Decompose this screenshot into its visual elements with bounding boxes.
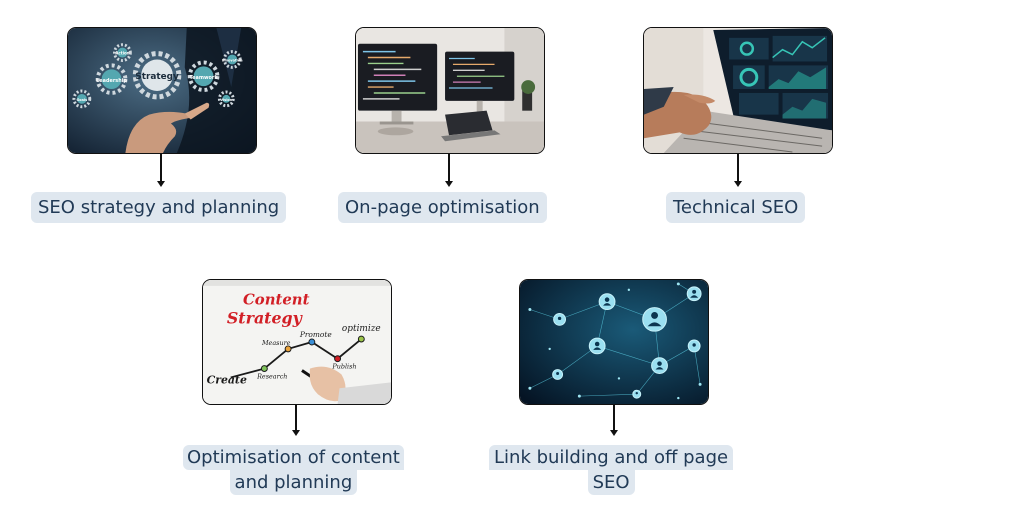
svg-text:Promote: Promote xyxy=(299,330,332,339)
arrow-head-5 xyxy=(610,430,618,436)
svg-text:Research: Research xyxy=(256,372,287,380)
arrow-head-3 xyxy=(734,181,742,187)
arrow-head-1 xyxy=(157,181,165,187)
svg-text:optimize: optimize xyxy=(342,324,381,334)
gear-word-strategy: Strategy xyxy=(135,72,179,82)
svg-text:Goals: Goals xyxy=(76,98,87,102)
step-label-technical-seo: Technical SEO xyxy=(666,192,806,223)
step-label-link-building: Link building and off page SEO xyxy=(486,443,736,499)
connector-5 xyxy=(613,405,615,432)
board-title-strategy: Strategy xyxy=(227,308,304,327)
on-page-image xyxy=(355,27,545,154)
arrow-head-4 xyxy=(292,430,300,436)
content-strategy-image: Content Strategy Create Research Measure… xyxy=(202,279,392,405)
svg-text:Vision: Vision xyxy=(220,98,232,102)
step-label-seo-strategy: SEO strategy and planning xyxy=(31,192,287,223)
arrow-head-2 xyxy=(445,181,453,187)
step-label-on-page: On-page optimisation xyxy=(338,192,547,223)
connector-3 xyxy=(737,154,739,183)
strategy-image: Strategy Leadership Teamwork Action Inno… xyxy=(67,27,257,154)
step-label-content: Optimisation of content and planning xyxy=(180,443,407,499)
svg-text:Leadership: Leadership xyxy=(96,78,127,84)
board-title-content: Content xyxy=(243,292,310,309)
svg-text:Innovation: Innovation xyxy=(222,58,243,62)
connector-2 xyxy=(448,154,450,183)
svg-text:Teamwork: Teamwork xyxy=(189,75,218,81)
connector-1 xyxy=(160,154,162,183)
link-building-image xyxy=(519,279,709,405)
connector-4 xyxy=(295,405,297,432)
svg-text:Publish: Publish xyxy=(331,363,356,371)
svg-text:Measure: Measure xyxy=(261,339,291,347)
svg-text:Create: Create xyxy=(207,373,247,386)
svg-text:Action: Action xyxy=(115,51,129,56)
technical-image xyxy=(643,27,833,154)
